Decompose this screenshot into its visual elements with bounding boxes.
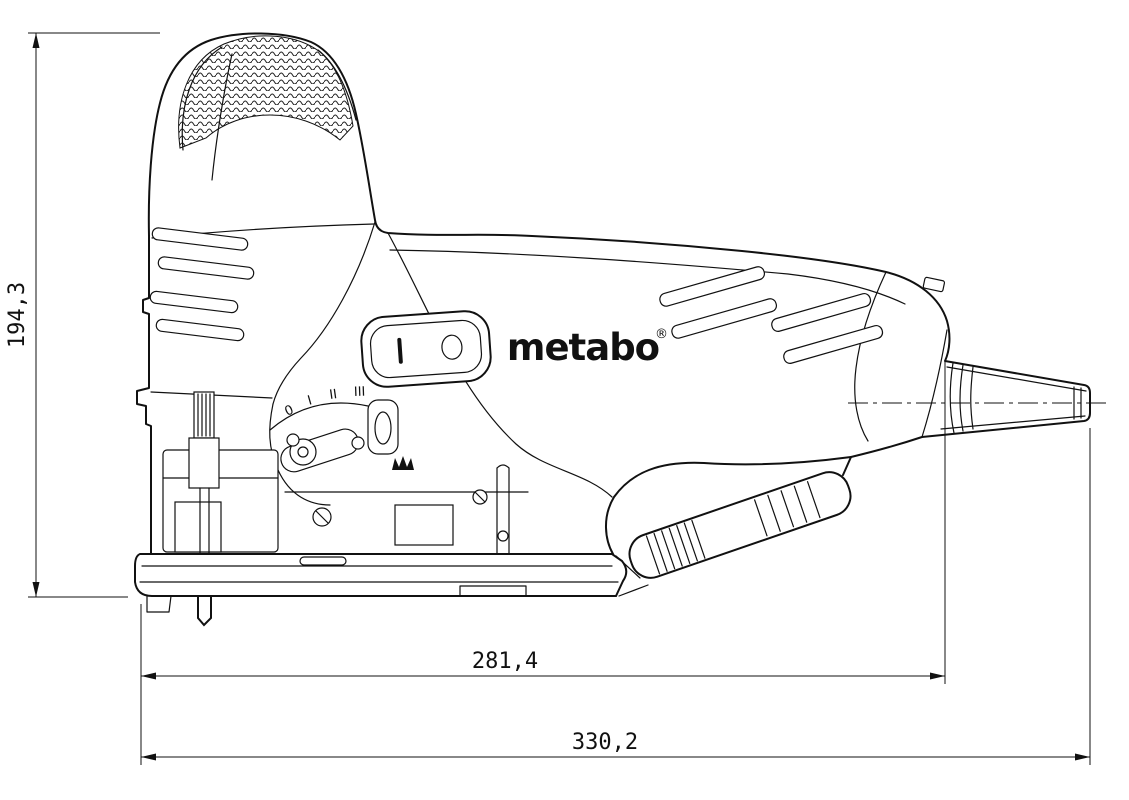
plunger-housing — [193, 391, 215, 439]
arrowhead-down — [32, 582, 40, 597]
dial-pivot-center — [297, 446, 309, 458]
base-plate — [134, 553, 628, 613]
dimension-body-length: 281,4 — [140, 362, 946, 765]
saw-blade — [197, 596, 212, 627]
cable-boot — [848, 362, 1106, 434]
foot-bellows-line — [645, 535, 661, 575]
tower-vent-slot — [157, 256, 255, 280]
dimension-total-length: 330,2 — [141, 428, 1091, 765]
tower-vent-slot — [151, 227, 249, 251]
base-front-tab — [146, 595, 172, 613]
tower-vent-slot — [155, 318, 245, 342]
foot-bellows-line — [668, 527, 683, 567]
dimension-height: 194,3 — [5, 32, 160, 598]
top-inner-seam — [389, 249, 906, 305]
foot-tube-rib — [793, 485, 808, 523]
cable-rib — [949, 362, 955, 434]
foot-bellows-line — [683, 522, 698, 562]
foot-tube-body — [628, 471, 852, 579]
vent-slot — [771, 292, 872, 332]
foot-tube-rib — [806, 481, 821, 519]
dial-mark-1: I — [306, 393, 314, 408]
dial-mark-3: III — [354, 385, 366, 400]
housing-underside-path — [605, 456, 852, 555]
foot-bellows-line — [653, 532, 668, 572]
jigsaw-drawing: 0 I II III metabo ® — [134, 32, 1106, 627]
pendulum-dial: 0 I II III — [269, 385, 414, 473]
handle-inner-line-front — [181, 46, 223, 151]
registered-mark: ® — [655, 327, 668, 342]
vent-slot — [671, 298, 778, 339]
dial-scale-arc — [269, 402, 369, 431]
handle-inner-line-rear — [317, 49, 357, 121]
housing-vents — [659, 266, 884, 364]
foot-link-line — [618, 584, 649, 597]
arrowhead-left — [141, 753, 156, 761]
dial-mark-0: 0 — [283, 403, 297, 420]
foot-tube-rib — [754, 499, 768, 537]
gearbox-inner-block — [174, 501, 222, 553]
foot-bellows-line — [676, 525, 691, 565]
cable-rib — [970, 366, 974, 430]
brand-logo: metabo ® — [507, 326, 668, 369]
pendulum-lever-slot — [374, 411, 392, 445]
power-switch — [360, 310, 492, 388]
arrowhead-left — [141, 672, 156, 680]
cable-cone-line-top — [946, 366, 1087, 392]
cable-cone-line-bottom — [940, 415, 1086, 430]
screw-slot — [474, 491, 486, 503]
foot-bellows-line — [691, 519, 706, 559]
blade-roller-guide — [496, 464, 510, 555]
screw-slot — [315, 510, 329, 524]
vent-slot — [783, 324, 884, 364]
body-outer-path — [147, 32, 1091, 476]
dial-mark-2: II — [328, 387, 338, 403]
rear-foot-tube — [628, 471, 852, 579]
front-face-path — [136, 235, 152, 555]
blade-clamp — [188, 437, 220, 489]
arrowhead-right — [1075, 753, 1090, 761]
roller — [497, 530, 509, 542]
cable-rib — [959, 364, 964, 432]
pendulum-lever-housing — [367, 399, 399, 455]
handle-inner-line-mid — [211, 53, 233, 181]
dimension-label-height: 194,3 — [5, 282, 30, 348]
front-s-curve — [272, 221, 376, 405]
plunger-and-blade — [188, 391, 220, 627]
handle-grip — [178, 35, 357, 181]
clamp-lever-icon — [392, 456, 414, 470]
rear-cone-seam — [921, 329, 948, 438]
guide-top-arc — [496, 464, 510, 469]
brand-logo-text: metabo — [507, 326, 659, 369]
dimension-label-body-length: 281,4 — [472, 649, 538, 674]
switch-off-mark — [441, 334, 463, 360]
rear-top-nub — [922, 276, 946, 293]
vent-slot — [659, 266, 766, 307]
base-plate-outline — [134, 553, 628, 597]
screw-head — [286, 433, 300, 447]
tower-vents — [149, 227, 255, 342]
arrowhead-right — [930, 672, 945, 680]
motor-front-curve — [387, 232, 613, 498]
switch-on-mark — [397, 337, 403, 364]
foot-bellows-line — [661, 530, 676, 570]
dimension-label-total-length: 330,2 — [572, 730, 638, 755]
foot-tube-rib — [780, 490, 795, 528]
tower-vent-slot — [149, 290, 239, 314]
arrowhead-up — [32, 33, 40, 48]
base-notch — [459, 585, 527, 597]
switch-inner — [369, 319, 483, 379]
dial-knob — [351, 436, 365, 450]
base-slot — [299, 556, 347, 566]
foot-tube-rib — [767, 494, 781, 532]
rear-cap-seam — [854, 271, 887, 442]
support-block — [394, 504, 454, 546]
